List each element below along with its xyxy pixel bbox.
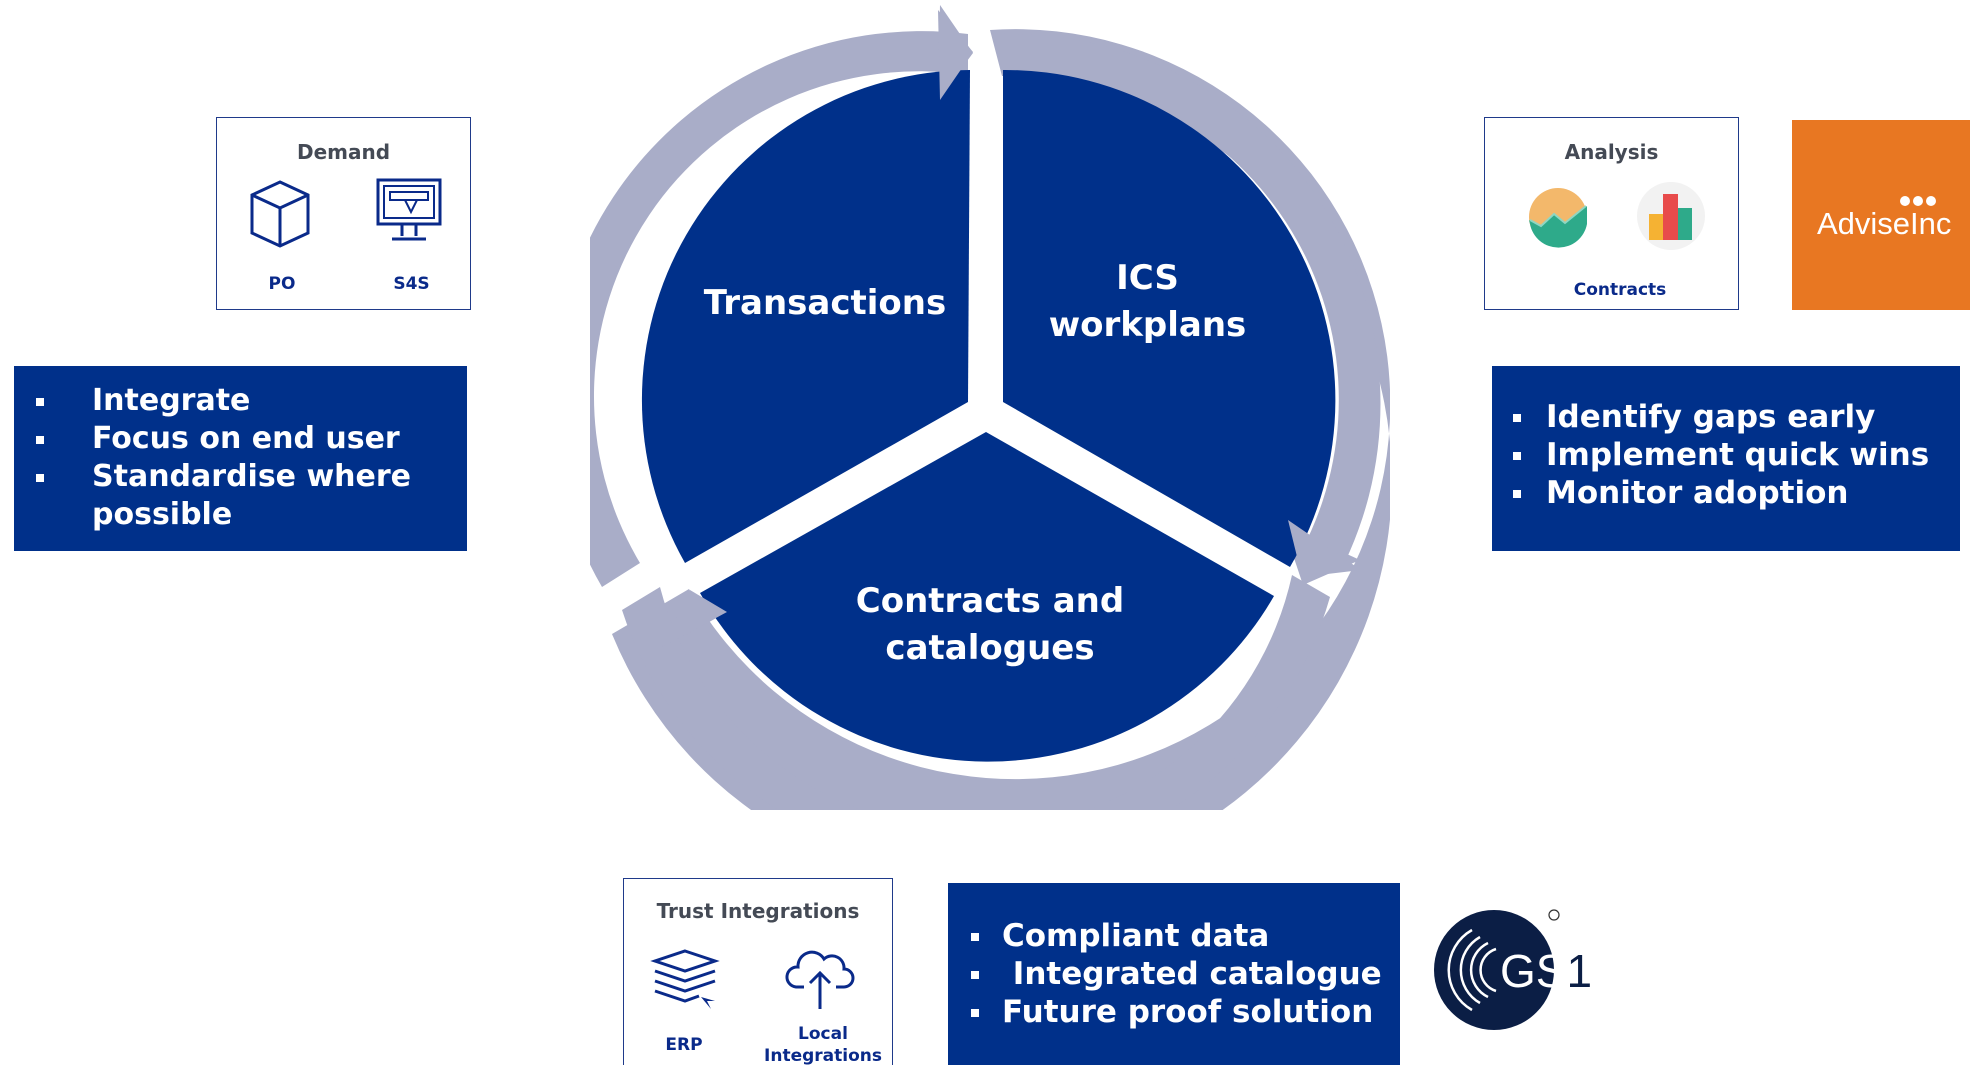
- box-icon: [250, 180, 310, 248]
- right-bullet: Identify gaps early: [1513, 398, 1960, 436]
- left-bullet: Integrate: [36, 382, 467, 420]
- bottom-bullet: Integrated catalogue: [971, 955, 1400, 993]
- trust-integrations-card: Trust Integrations ERP Local Integration…: [623, 878, 893, 1067]
- gs1-logo-text: GS1: [1500, 945, 1592, 997]
- monitor-icon: [376, 178, 442, 241]
- contracts-line1: Contracts and: [855, 581, 1125, 621]
- demand-item-po: PO: [268, 274, 296, 294]
- bottom-bullet: Compliant data: [971, 917, 1400, 955]
- ics-line2: workplans: [1048, 305, 1247, 345]
- left-bullets-box: Integrate Focus on end user Standardise …: [14, 366, 467, 551]
- right-bullet: Implement quick wins: [1513, 436, 1960, 474]
- adviseinc-dots-icon: [1900, 196, 1936, 206]
- segment-contracts-catalogues: [700, 432, 1274, 762]
- left-bullet-continuation: possible: [92, 497, 233, 532]
- segment-transactions: [641, 70, 970, 563]
- right-bullet: Monitor adoption: [1513, 474, 1960, 512]
- ics-line1: ICS: [1116, 258, 1179, 298]
- trust-item-local-line1: Local: [798, 1024, 848, 1044]
- demand-item-s4s: S4S: [393, 274, 430, 294]
- gs1-logo: GS1: [1434, 909, 1592, 1030]
- left-bullet: Focus on end user: [36, 420, 467, 458]
- right-bullets-box: Identify gaps early Implement quick wins…: [1492, 366, 1960, 551]
- contracts-line2: catalogues: [885, 628, 1095, 668]
- segment-ics-workplans: [1003, 69, 1336, 567]
- adviseinc-logo: AdviseInc: [1792, 120, 1970, 310]
- bottom-bullets-box: Compliant data Integrated catalogue Futu…: [948, 883, 1400, 1065]
- segment-label-ics: ICS workplans: [1030, 255, 1265, 349]
- demand-card-title: Demand: [296, 140, 391, 164]
- demand-card: Demand PO S4S: [216, 117, 471, 310]
- trust-item-local-line2: Integrations: [764, 1046, 882, 1066]
- trust-item-erp: ERP: [665, 1035, 703, 1055]
- cloud-upload-icon: [785, 950, 855, 1009]
- trust-card-title: Trust Integrations: [656, 899, 860, 923]
- analysis-card: Analysis Contracts: [1484, 117, 1739, 310]
- line-chart-icon: [1529, 188, 1587, 248]
- cycle-segments: [590, 10, 1381, 810]
- analysis-caption: Contracts: [1573, 280, 1667, 300]
- bottom-bullet: Future proof solution: [971, 993, 1400, 1031]
- left-bullet: Standardise where: [36, 458, 467, 496]
- segment-label-transactions: Transactions: [703, 283, 947, 323]
- bar-chart-icon: [1637, 182, 1705, 250]
- adviseinc-logo-text: AdviseInc: [1817, 206, 1952, 241]
- segment-label-contracts: Contracts and catalogues: [840, 578, 1140, 672]
- trust-item-local: Local Integrations: [754, 1023, 892, 1067]
- layers-icon: [650, 949, 720, 1009]
- analysis-card-title: Analysis: [1564, 140, 1659, 164]
